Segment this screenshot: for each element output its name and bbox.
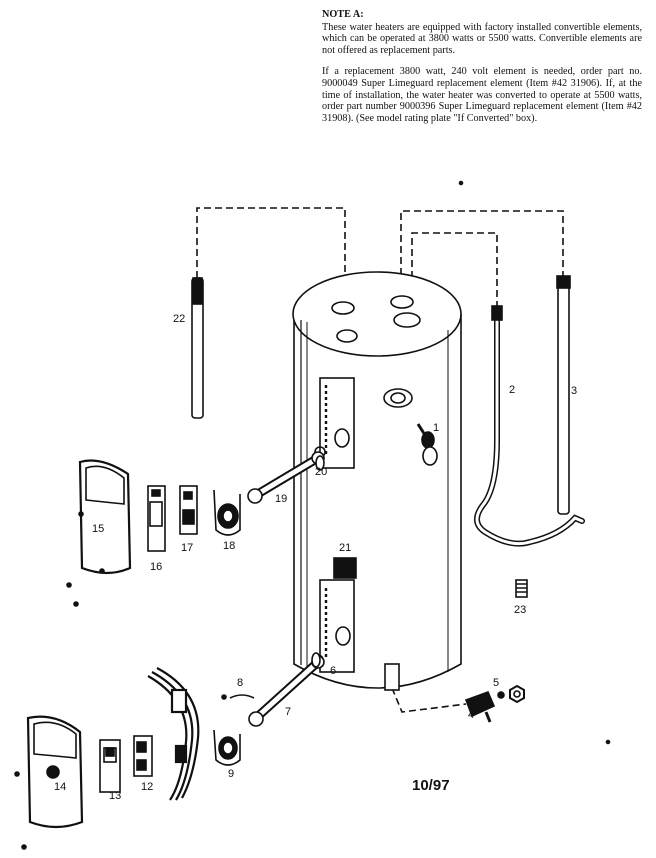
stray-mark [73,601,79,607]
wiring-harness [147,667,200,801]
upper-insulation [147,485,166,552]
upper-heating-element [247,451,325,504]
label-1: 1 [433,422,439,434]
upper-access-cover [78,459,132,575]
lower-thermostat-bracket [213,729,241,766]
label-4: 4 [468,709,474,721]
lower-insulation [99,739,121,793]
note-block: NOTE A: These water heaters are equipped… [322,9,642,134]
label-8: 8 [237,677,243,689]
note-paragraph-1: These water heaters are equipped with fa… [322,21,642,56]
upper-thermostat-bracket [213,489,241,536]
label-21: 21 [339,542,351,554]
label-19: 19 [275,493,287,505]
drain-valve [464,690,496,723]
upper-thermostat [179,485,198,535]
note-paragraph-2: If a replacement 3800 watt, 240 volt ele… [322,66,642,124]
label-6: 6 [330,665,336,677]
label-5: 5 [493,677,499,689]
lower-access-cover [14,715,84,850]
lower-element-gasket [311,652,321,668]
label-16: 16 [150,561,162,573]
part-labels: 1 2 3 4 5 6 7 8 9 12 13 14 15 16 17 18 1… [54,313,577,802]
label-13: 13 [109,790,121,802]
small-nipple [515,579,528,598]
connector-pipe2-line [411,232,498,308]
connector-drain-line [391,687,467,713]
connector-anode-line [196,207,346,295]
upper-element-gasket [315,455,325,471]
stray-mark [66,582,72,588]
label-3: 3 [571,385,577,397]
label-9: 9 [228,768,234,780]
anode-rod [191,277,204,419]
label-2: 2 [509,384,515,396]
label-14: 14 [54,781,66,793]
label-15: 15 [92,523,104,535]
label-12: 12 [141,781,153,793]
label-17: 17 [181,542,193,554]
relief-valve-fitting [416,423,438,466]
label-23: 23 [514,604,526,616]
label-18: 18 [223,540,235,552]
date-code: 10/97 [412,777,450,794]
pipe-nipple [556,275,571,515]
drain-nut [497,684,525,704]
stray-mark [605,739,611,745]
note-heading: NOTE A: [322,9,364,20]
label-7: 7 [285,706,291,718]
dip-tube-fitting [491,305,503,321]
label-20: 20 [315,466,327,478]
water-heater-tank [292,271,462,691]
connector-pipe3-line [400,210,564,292]
stray-mark [458,180,464,186]
element-clip [221,694,255,700]
lower-thermostat [133,735,153,777]
label-22: 22 [173,313,185,325]
